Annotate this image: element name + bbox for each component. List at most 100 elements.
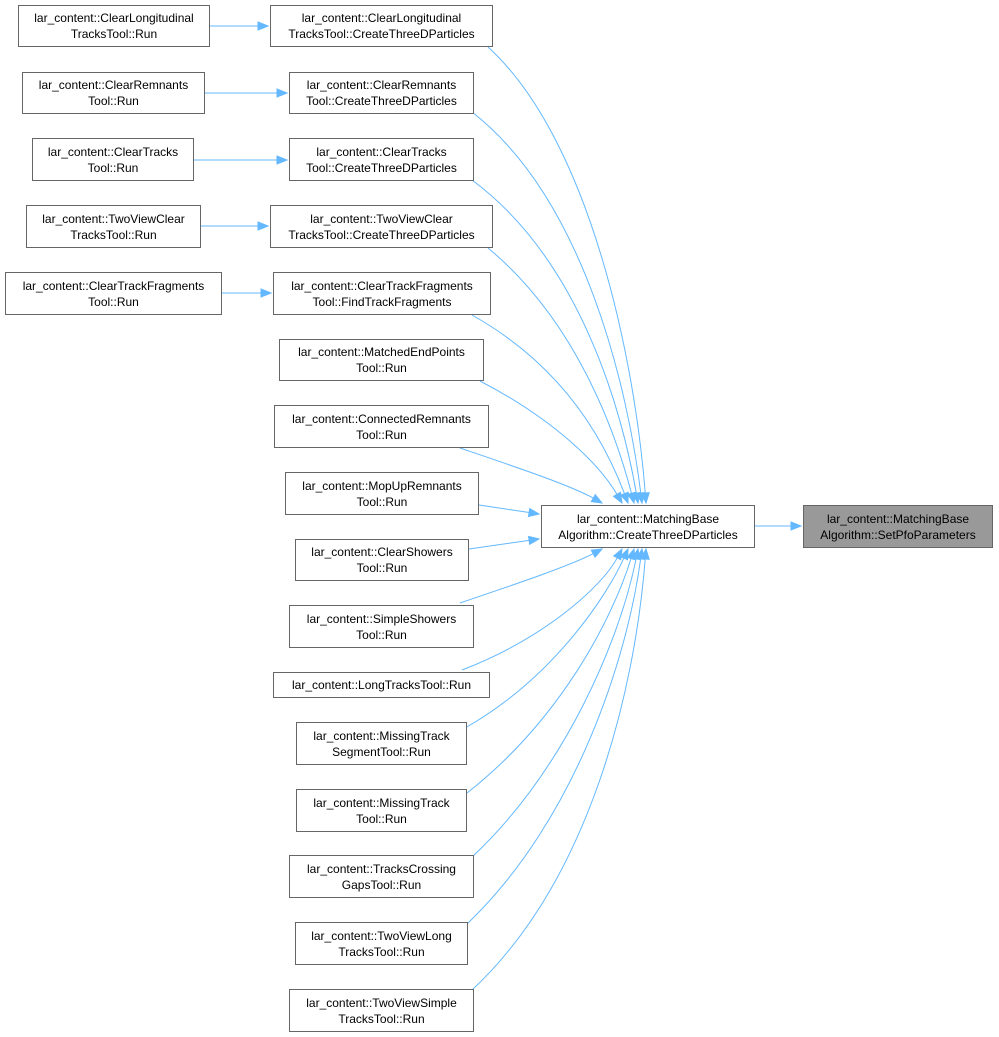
node-label-line: lar_content::ClearLongitudinal xyxy=(34,11,194,25)
node-label-line: Tool::Run xyxy=(356,494,408,509)
edge-level2-to-center xyxy=(464,556,625,729)
node-label-line: lar_content::TwoViewClear xyxy=(42,211,185,226)
node-label-line: lar_content::TwoViewLong xyxy=(311,928,452,943)
edge-level2-to-center xyxy=(471,557,637,858)
node-two-view-clear-create-three-d-particles[interactable]: lar_content::TwoViewClear TracksTool::Cr… xyxy=(270,205,493,248)
edge-level2-to-center xyxy=(471,314,626,495)
node-missing-track-segment-run[interactable]: lar_content::MissingTrack SegmentTool::R… xyxy=(296,722,467,765)
node-clear-tracks-create-three-d-particles[interactable]: lar_content::ClearTracks Tool::CreateThr… xyxy=(289,138,474,181)
node-label-line: TracksTool::Run xyxy=(338,944,425,959)
edge-level2-to-center xyxy=(471,179,637,495)
edge-arrowhead xyxy=(612,547,623,561)
node-label-line: lar_content::ClearShowers xyxy=(311,545,453,559)
node-long-tracks-tool-run[interactable]: lar_content::LongTracksTool::Run xyxy=(273,672,490,698)
node-label-line: lar_content::ClearTracks xyxy=(316,144,447,159)
edge-arrowhead xyxy=(276,88,289,98)
node-label-line: lar_content::TwoViewSimple xyxy=(306,995,457,1010)
node-label-line: Tool::Run xyxy=(356,427,407,442)
node-label-line: lar_content::MatchingBase xyxy=(826,511,970,526)
node-label-line: lar_content::TracksCrossing xyxy=(307,861,456,876)
node-label-line: lar_content::ClearRemnants xyxy=(306,78,457,92)
node-clear-longitudinal-create-three-d-particles[interactable]: lar_content::ClearLongitudinal TracksToo… xyxy=(270,5,493,47)
edge-arrowhead xyxy=(619,491,629,505)
node-label-line: TracksTool::Run xyxy=(338,1011,425,1026)
node-clear-longitudinal-run[interactable]: lar_content::ClearLongitudinal TracksToo… xyxy=(18,5,210,47)
node-clear-track-fragments-find-track-fragments[interactable]: lar_content::ClearTrackFragments Tool::F… xyxy=(273,272,491,315)
node-label-line: TracksTool::Run xyxy=(70,227,157,242)
edge-level2-to-center xyxy=(459,552,595,604)
edge-level2-to-center xyxy=(461,556,619,671)
edge-arrowhead xyxy=(640,547,650,560)
edge-arrowhead xyxy=(619,547,629,561)
edge-level2-to-center xyxy=(467,557,642,924)
edge-arrowhead xyxy=(790,521,803,531)
node-label-line: lar_content::SimpleShowers xyxy=(306,611,457,626)
node-label-line: lar_content::LongTracksTool::Run xyxy=(292,678,471,692)
node-label-line: lar_content::ClearLongitudinal xyxy=(301,11,462,25)
edge-arrowhead xyxy=(260,288,273,298)
edge-arrowhead xyxy=(590,548,604,559)
edge-level2-to-center xyxy=(466,557,632,794)
edge-level2-to-center xyxy=(487,247,633,495)
node-label-line: lar_content::ClearTrackFragments xyxy=(22,278,205,293)
node-label-line: Tool::Run xyxy=(356,627,407,642)
edge-level2-to-center xyxy=(479,380,618,496)
node-label-line: lar_content::ClearTrackFragments xyxy=(291,278,473,293)
edge-level2-to-center xyxy=(487,46,646,495)
node-label-line: lar_content::ClearRemnants xyxy=(38,78,189,92)
edge-arrowhead xyxy=(626,491,636,505)
edge-level2-to-center xyxy=(459,447,595,500)
node-label-line: Tool::CreateThreeDParticles xyxy=(306,160,457,175)
edge-level2-to-center xyxy=(478,504,531,514)
node-label-line: Tool::Run xyxy=(356,811,407,826)
edge-arrowhead xyxy=(527,507,541,518)
node-label-line: lar_content::ConnectedRemnants xyxy=(292,411,471,426)
node-mop-up-remnants-run[interactable]: lar_content::MopUpRemnants Tool::Run xyxy=(285,472,479,515)
node-clear-tracks-run[interactable]: lar_content::ClearTracks Tool::Run xyxy=(32,138,194,181)
node-clear-remnants-run[interactable]: lar_content::ClearRemnants Tool::Run xyxy=(22,72,205,114)
edge-arrowhead xyxy=(257,21,270,31)
node-clear-remnants-create-three-d-particles[interactable]: lar_content::ClearRemnants Tool::CreateT… xyxy=(289,72,474,114)
edge-arrowhead xyxy=(527,535,541,546)
node-label-line: Tool::FindTrackFragments xyxy=(312,294,452,309)
node-label-line: Algorithm::SetPfoParameters xyxy=(820,527,976,542)
node-label-line: lar_content::MissingTrack xyxy=(313,795,450,810)
node-label-line: Tool::Run xyxy=(356,361,407,375)
edge-arrowhead xyxy=(276,155,289,165)
edge-arrowhead xyxy=(590,493,604,504)
node-matching-base-create-three-d-particles[interactable]: lar_content::MatchingBase Algorithm::Cre… xyxy=(541,505,755,548)
node-set-pfo-parameters: lar_content::MatchingBase Algorithm::Set… xyxy=(803,505,993,548)
node-simple-showers-run[interactable]: lar_content::SimpleShowers Tool::Run xyxy=(289,605,474,648)
node-missing-track-run[interactable]: lar_content::MissingTrack Tool::Run xyxy=(296,789,467,832)
node-label-line: Tool::Run xyxy=(88,94,139,108)
node-connected-remnants-run[interactable]: lar_content::ConnectedRemnants Tool::Run xyxy=(274,405,489,448)
edge-level2-to-center xyxy=(471,111,642,495)
edge-arrowhead xyxy=(612,491,623,505)
edge-arrowhead xyxy=(257,221,270,231)
node-two-view-long-tracks-run[interactable]: lar_content::TwoViewLong TracksTool::Run xyxy=(295,922,468,965)
node-label-line: lar_content::MatchedEndPoints xyxy=(298,345,465,359)
node-label-line: TracksTool::CreateThreeDParticles xyxy=(288,27,475,41)
node-label-line: GapsTool::Run xyxy=(341,877,422,892)
node-label-line: lar_content::ClearTracks xyxy=(47,144,179,159)
node-two-view-simple-tracks-run[interactable]: lar_content::TwoViewSimple TracksTool::R… xyxy=(289,989,474,1032)
edge-level2-to-center xyxy=(471,557,646,991)
node-label-line: TracksTool::CreateThreeDParticles xyxy=(288,227,475,242)
node-label-line: Tool::Run xyxy=(87,160,139,175)
node-label-line: Tool::Run xyxy=(88,294,139,309)
node-label-line: lar_content::MissingTrack xyxy=(313,728,450,743)
edge-level2-to-center xyxy=(468,539,531,550)
node-tracks-crossing-gaps-run[interactable]: lar_content::TracksCrossing GapsTool::Ru… xyxy=(289,855,474,898)
node-clear-showers-run[interactable]: lar_content::ClearShowers Tool::Run xyxy=(295,539,469,581)
node-label-line: lar_content::MatchingBase xyxy=(576,511,720,526)
node-matched-end-points-run[interactable]: lar_content::MatchedEndPoints Tool::Run xyxy=(279,339,484,381)
node-label-line: Algorithm::CreateThreeDParticles xyxy=(558,527,738,542)
node-label-line: TracksTool::Run xyxy=(70,27,158,41)
node-label-line: lar_content::TwoViewClear xyxy=(310,211,453,226)
node-clear-track-fragments-run[interactable]: lar_content::ClearTrackFragments Tool::R… xyxy=(5,272,222,315)
node-label-line: Tool::Run xyxy=(356,561,408,575)
node-label-line: lar_content::MopUpRemnants xyxy=(302,478,462,493)
node-two-view-clear-run[interactable]: lar_content::TwoViewClear TracksTool::Ru… xyxy=(26,205,201,248)
